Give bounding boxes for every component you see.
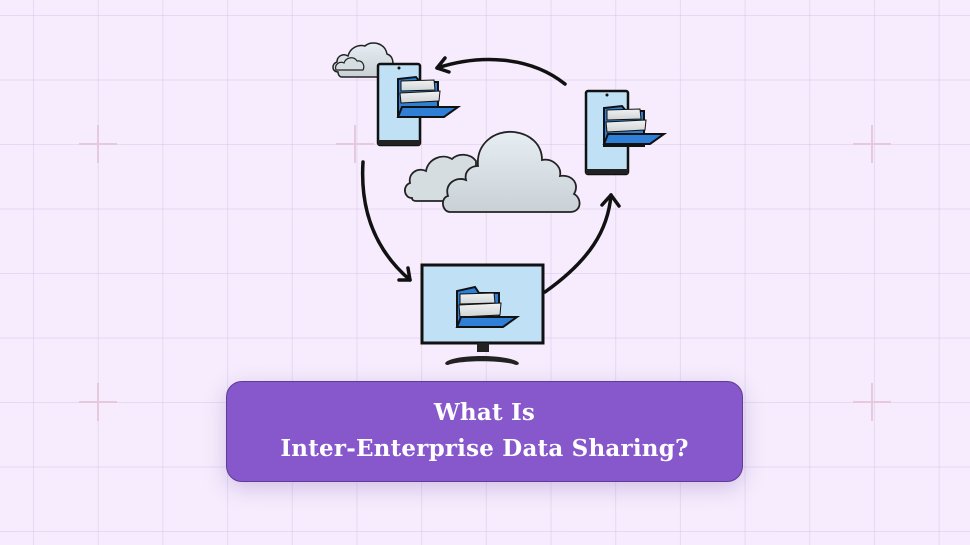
title-banner: What Is Inter-Enterprise Data Sharing? bbox=[226, 381, 743, 482]
crosshair-mark bbox=[79, 125, 117, 163]
crosshair-mark bbox=[79, 383, 117, 421]
title-line-1: What Is bbox=[433, 398, 536, 426]
central-cloud-icon bbox=[404, 131, 581, 213]
folder-icon bbox=[396, 75, 462, 118]
arrow-left bbox=[360, 160, 412, 282]
crosshair-mark bbox=[853, 125, 891, 163]
folder-icon bbox=[602, 104, 668, 147]
flow-arrows bbox=[360, 56, 621, 294]
crosshair-mark bbox=[336, 125, 374, 163]
title-line-2: Inter-Enterprise Data Sharing? bbox=[280, 434, 689, 462]
crosshair-mark bbox=[853, 383, 891, 421]
folder-icon bbox=[455, 285, 521, 328]
arrow-top bbox=[435, 57, 567, 86]
arrow-right bbox=[543, 193, 613, 294]
